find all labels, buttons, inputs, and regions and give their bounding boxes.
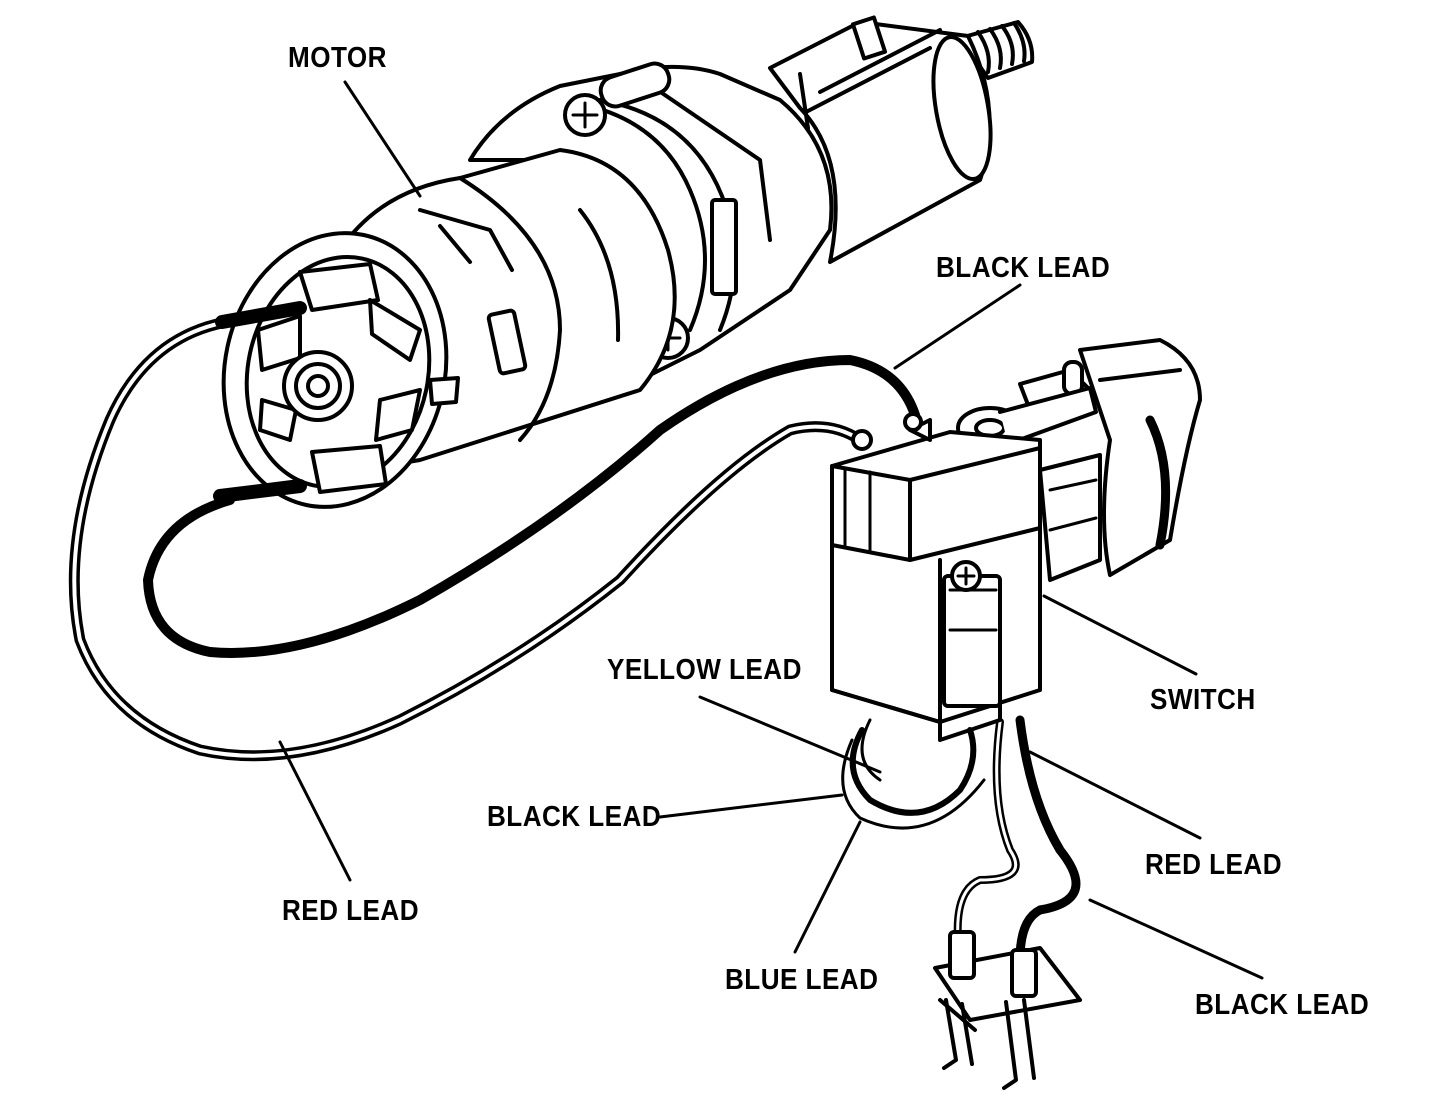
red-lead-left-label: RED LEAD	[282, 895, 420, 927]
motor-bearing	[282, 350, 354, 422]
black-lead-wire	[143, 355, 920, 658]
callout-line-black-bottom	[1088, 898, 1264, 980]
motor-spindle	[958, 20, 1035, 80]
black-lead-left-label: BLACK LEAD	[487, 801, 662, 833]
blue-lead-label: BLUE LEAD	[725, 964, 879, 996]
callout-line-yellow	[698, 695, 882, 774]
switch-label: SWITCH	[1150, 684, 1256, 716]
leads	[68, 301, 1081, 965]
callout-line-black-left	[658, 793, 844, 819]
red-lead-battery	[953, 718, 1020, 944]
motor-label: MOTOR	[288, 42, 387, 74]
switch	[830, 338, 1202, 742]
black-lead-top-label: BLACK LEAD	[936, 252, 1111, 284]
battery-terminal-block	[933, 930, 1082, 1090]
switch-body	[830, 412, 1042, 742]
callout-line-red-left	[278, 740, 352, 882]
switch-trigger	[1038, 338, 1202, 582]
callout-line-red-right	[1028, 750, 1202, 840]
callout-line-black-top	[893, 283, 1022, 370]
callout-line-motor	[343, 80, 422, 198]
motor	[221, 15, 1035, 509]
gear-housing	[768, 15, 993, 264]
callout-lines	[278, 80, 1264, 980]
yellow-lead-label: YELLOW LEAD	[607, 654, 802, 686]
flange-screw-top	[563, 93, 607, 137]
callout-line-switch	[1042, 594, 1198, 676]
callout-line-blue	[793, 820, 862, 954]
black-lead-bottom-label: BLACK LEAD	[1195, 989, 1370, 1021]
black-lead-battery	[1015, 715, 1081, 965]
red-lead-right-label: RED LEAD	[1145, 849, 1283, 881]
